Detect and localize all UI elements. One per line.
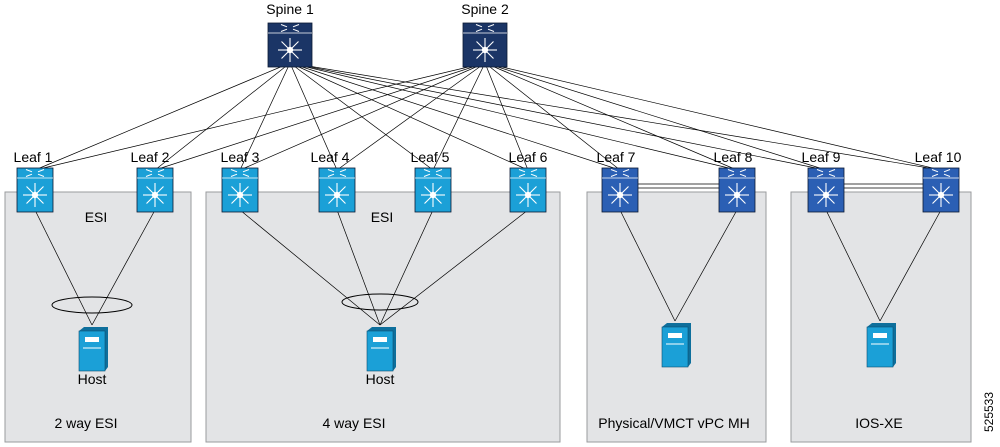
nexus-switch-icon: [267, 22, 313, 68]
leaf-label: Leaf 4: [311, 149, 350, 165]
nexus-switch-icon: [601, 167, 639, 213]
spine-leaf-link: [336, 62, 486, 171]
leaf-host-link: [336, 209, 381, 326]
server-icon: [661, 323, 691, 368]
leaf-host-link: [379, 209, 434, 326]
spine-label: Spine 1: [266, 1, 314, 17]
server-icon: [866, 323, 896, 368]
esi-label: ESI: [85, 209, 108, 225]
leaf-label: Leaf 9: [802, 149, 841, 165]
spine-leaf-link: [432, 62, 486, 171]
nexus-switch-icon: [221, 167, 259, 213]
nexus-switch-icon: [136, 167, 174, 213]
group-caption: 4 way ESI: [322, 415, 385, 431]
esi-group-panel: [4, 191, 192, 443]
spine-leaf-link: [289, 62, 621, 171]
leaf-host-link: [239, 209, 381, 326]
leaf-host-link: [879, 209, 942, 322]
leaf-label: Leaf 1: [14, 149, 53, 165]
nexus-switch-icon: [462, 22, 508, 68]
spine-leaf-link: [289, 62, 529, 171]
group-caption: 2 way ESI: [54, 415, 117, 431]
host-label: Host: [366, 371, 395, 387]
spine-leaf-link: [239, 62, 291, 171]
spine-leaf-link: [289, 62, 827, 171]
leaf-label: Leaf 5: [411, 149, 450, 165]
spine-leaf-link: [239, 62, 486, 171]
esi-label: ESI: [371, 209, 394, 225]
nexus-switch-icon: [922, 167, 960, 213]
nexus-switch-icon: [16, 167, 54, 213]
figure-id: 525533: [982, 392, 996, 432]
spine-leaf-link: [154, 62, 486, 171]
spine-leaf-link: [154, 62, 291, 171]
spine-label: Spine 2: [461, 1, 509, 17]
leaf-host-link: [91, 209, 156, 326]
esi-bundle-ellipse: [51, 296, 133, 314]
leaf-host-link: [674, 209, 738, 322]
spine-leaf-link: [34, 62, 486, 171]
group-caption: IOS-XE: [855, 415, 902, 431]
spine-leaf-link: [484, 62, 942, 171]
spine-leaf-link: [484, 62, 738, 171]
host-label: Host: [78, 371, 107, 387]
leaf-host-link: [34, 209, 93, 326]
esi-bundle-ellipse: [341, 293, 419, 311]
spine-leaf-link: [289, 62, 338, 171]
spine-leaf-link: [34, 62, 291, 171]
esi-group-panel: [790, 191, 972, 443]
nexus-switch-icon: [318, 167, 356, 213]
esi-group-panel: [586, 191, 767, 443]
leaf-host-link: [619, 209, 676, 322]
server-icon: [366, 327, 396, 372]
spine-leaf-link: [289, 62, 942, 171]
nexus-switch-icon: [509, 167, 547, 213]
leaf-host-link: [379, 209, 529, 326]
leaf-label: Leaf 8: [714, 149, 753, 165]
nexus-switch-icon: [414, 167, 452, 213]
esi-group-panel: [205, 191, 561, 443]
nexus-switch-icon: [807, 167, 845, 213]
spine-leaf-link: [484, 62, 827, 171]
nexus-switch-icon: [718, 167, 756, 213]
leaf-label: Leaf 2: [131, 149, 170, 165]
leaf-label: Leaf 10: [915, 149, 962, 165]
leaf-label: Leaf 6: [509, 149, 548, 165]
spine-leaf-link: [289, 62, 738, 171]
leaf-label: Leaf 3: [221, 149, 260, 165]
server-icon: [78, 327, 108, 372]
group-caption: Physical/VMCT vPC MH: [598, 415, 749, 431]
leaf-label: Leaf 7: [597, 149, 636, 165]
leaf-host-link: [825, 209, 881, 322]
spine-leaf-link: [484, 62, 621, 171]
spine-leaf-link: [289, 62, 434, 171]
spine-leaf-link: [484, 62, 529, 171]
